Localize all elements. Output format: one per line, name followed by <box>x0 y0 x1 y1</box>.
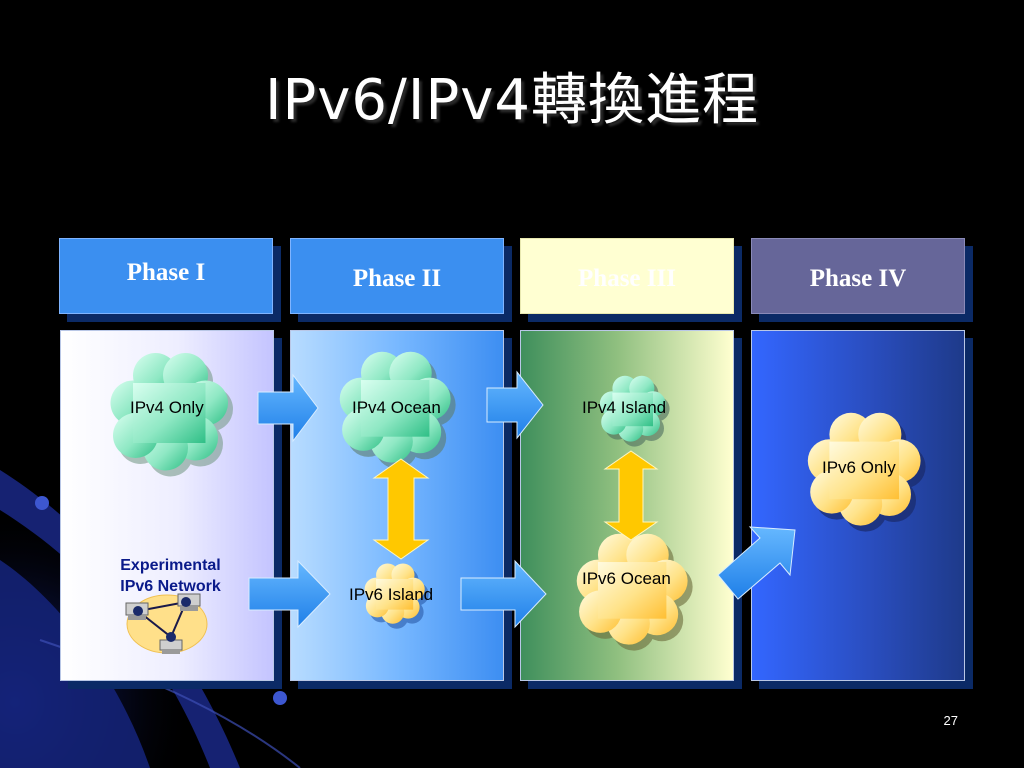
experimental-network-label: Experimental IPv6 Network <box>88 555 253 597</box>
double-arrow-vertical-icon <box>603 450 659 541</box>
ipv4-ocean-label: IPv4 Ocean <box>352 398 441 417</box>
experimental-label-line1: Experimental <box>120 557 221 574</box>
arrow-right-icon <box>257 373 319 443</box>
ipv6-ocean-label: IPv6 Ocean <box>582 569 671 588</box>
ipv6-ocean-cloud <box>576 533 693 651</box>
phase-header-2: Phase II <box>290 238 504 314</box>
arrow-right-icon <box>486 370 544 440</box>
computer-icon <box>159 639 183 654</box>
ipv6-only-label: IPv6 Only <box>822 458 896 477</box>
phase-header-4: Phase IV <box>751 238 965 314</box>
experimental-network-graphic <box>125 593 208 654</box>
page-number: 27 <box>943 713 958 728</box>
phase-header-label: Phase II <box>352 265 442 292</box>
phase-header-1: Phase I <box>59 238 273 314</box>
arrow-right-icon <box>248 559 331 629</box>
double-arrow-vertical-icon <box>372 458 430 560</box>
ipv4-island-label: IPv4 Island <box>582 398 667 417</box>
phase-header-3: Phase III <box>520 238 734 314</box>
phase-header-label: Phase III <box>578 265 676 292</box>
phase-header-label: Phase I <box>126 259 206 286</box>
arrow-up-right-icon <box>717 526 796 600</box>
arrow-right-icon <box>460 559 547 629</box>
page-title: IPv6/IPv4轉換進程 <box>265 68 759 133</box>
ipv4-only-label: IPv4 Only <box>130 398 204 417</box>
experimental-label-line2: IPv6 Network <box>120 578 221 595</box>
phase-header-label: Phase IV <box>809 265 907 292</box>
ipv6-island-label: IPv6 Island <box>349 585 434 604</box>
